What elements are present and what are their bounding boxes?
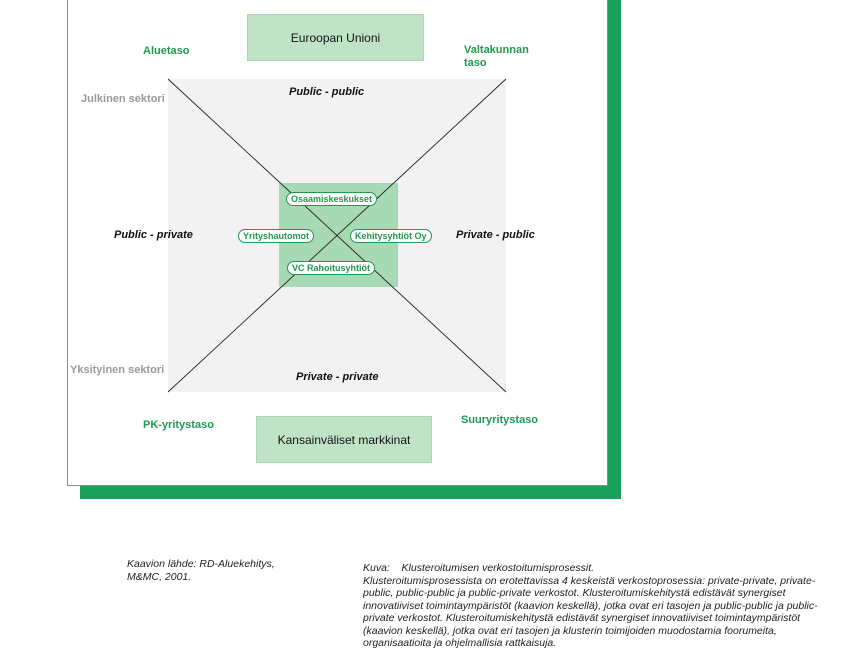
corner-label-top-left: Aluetaso xyxy=(143,45,190,57)
eu-box: Euroopan Unioni xyxy=(247,14,424,61)
corner-label-top-right: Valtakunnan taso xyxy=(464,44,529,69)
sector-label-public: Julkinen sektori xyxy=(81,93,165,105)
relation-label-right: Private - public xyxy=(456,229,535,241)
caption-label: Kuva: xyxy=(363,562,390,574)
caption-title: Klusteroitumisen verkostoitumisprosessit… xyxy=(401,562,595,574)
corner-label-bottom-left: PK-yritystaso xyxy=(143,419,214,431)
center-item-left: Yrityshautomot xyxy=(238,229,315,243)
source-note: Kaavion lähde: RD-Aluekehitys, M&MC, 200… xyxy=(127,558,275,583)
caption-body: Klusteroitumisprosessista on erotettavis… xyxy=(363,574,818,648)
markets-box: Kansainväliset markkinat xyxy=(256,416,432,463)
center-item-top: Osaamiskeskukset xyxy=(286,192,378,206)
center-item-right: Kehitysyhtiöt Oy xyxy=(350,229,432,243)
markets-box-label: Kansainväliset markkinat xyxy=(277,432,411,447)
diagonal-line-2 xyxy=(167,78,507,393)
center-item-bottom: VC Rahoitusyhtiöt xyxy=(287,261,375,275)
relation-label-left: Public - private xyxy=(114,229,193,241)
relation-label-top: Public - public xyxy=(289,86,365,98)
corner-label-bottom-right: Suuryritystaso xyxy=(461,414,539,426)
sector-label-private: Yksityinen sektori xyxy=(70,364,165,376)
relation-label-bottom: Private - private xyxy=(296,371,379,383)
eu-box-label: Euroopan Unioni xyxy=(290,30,381,45)
figure-caption: Kuva: Klusteroitumisen verkostoitumispro… xyxy=(363,562,818,648)
